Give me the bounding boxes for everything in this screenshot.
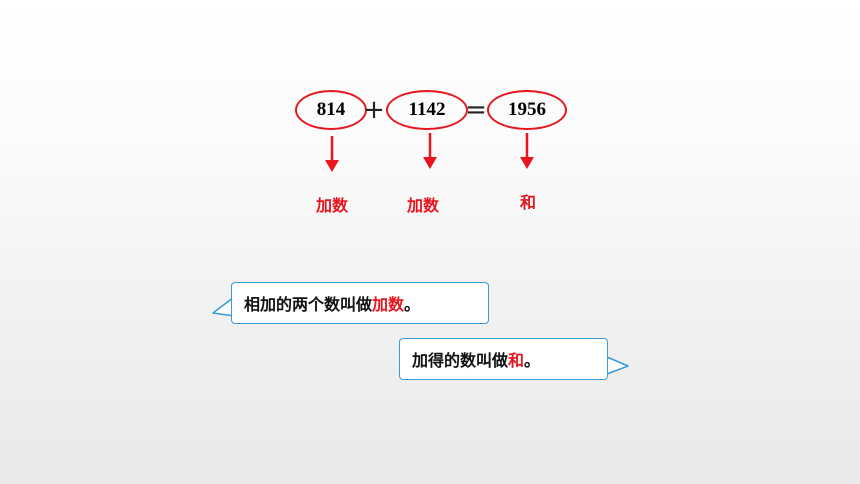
- addend2-oval: 1142: [386, 90, 468, 130]
- sum-oval: 1956: [487, 90, 567, 130]
- equals-sign: =: [465, 95, 487, 125]
- addend1-label: 加数: [316, 196, 349, 215]
- addend1-oval: 814: [295, 90, 367, 130]
- addend-definition-highlight: 加数: [372, 295, 405, 314]
- plus-sign: +: [363, 95, 385, 125]
- equation-row: 814 + 1142 = 1956: [0, 0, 860, 140]
- sum-label: 和: [520, 193, 537, 212]
- sum-definition-bubble: 加得的数叫做和。: [399, 338, 608, 380]
- bubble-tail-right: [606, 356, 629, 380]
- arrow-down-icon: [423, 133, 437, 169]
- addend-definition-text: 相加的两个数叫做: [244, 295, 373, 314]
- arrow-down-icon: [325, 136, 339, 172]
- addend-definition-bubble: 相加的两个数叫做加数。: [231, 282, 489, 324]
- sum-definition-highlight: 和: [508, 351, 525, 370]
- sum-definition-text: 加得的数叫做: [412, 351, 509, 370]
- sum-definition-period: 。: [524, 351, 541, 370]
- addend-definition-period: 。: [404, 295, 421, 314]
- addend2-label: 加数: [407, 196, 440, 215]
- arrow-down-icon: [520, 133, 534, 169]
